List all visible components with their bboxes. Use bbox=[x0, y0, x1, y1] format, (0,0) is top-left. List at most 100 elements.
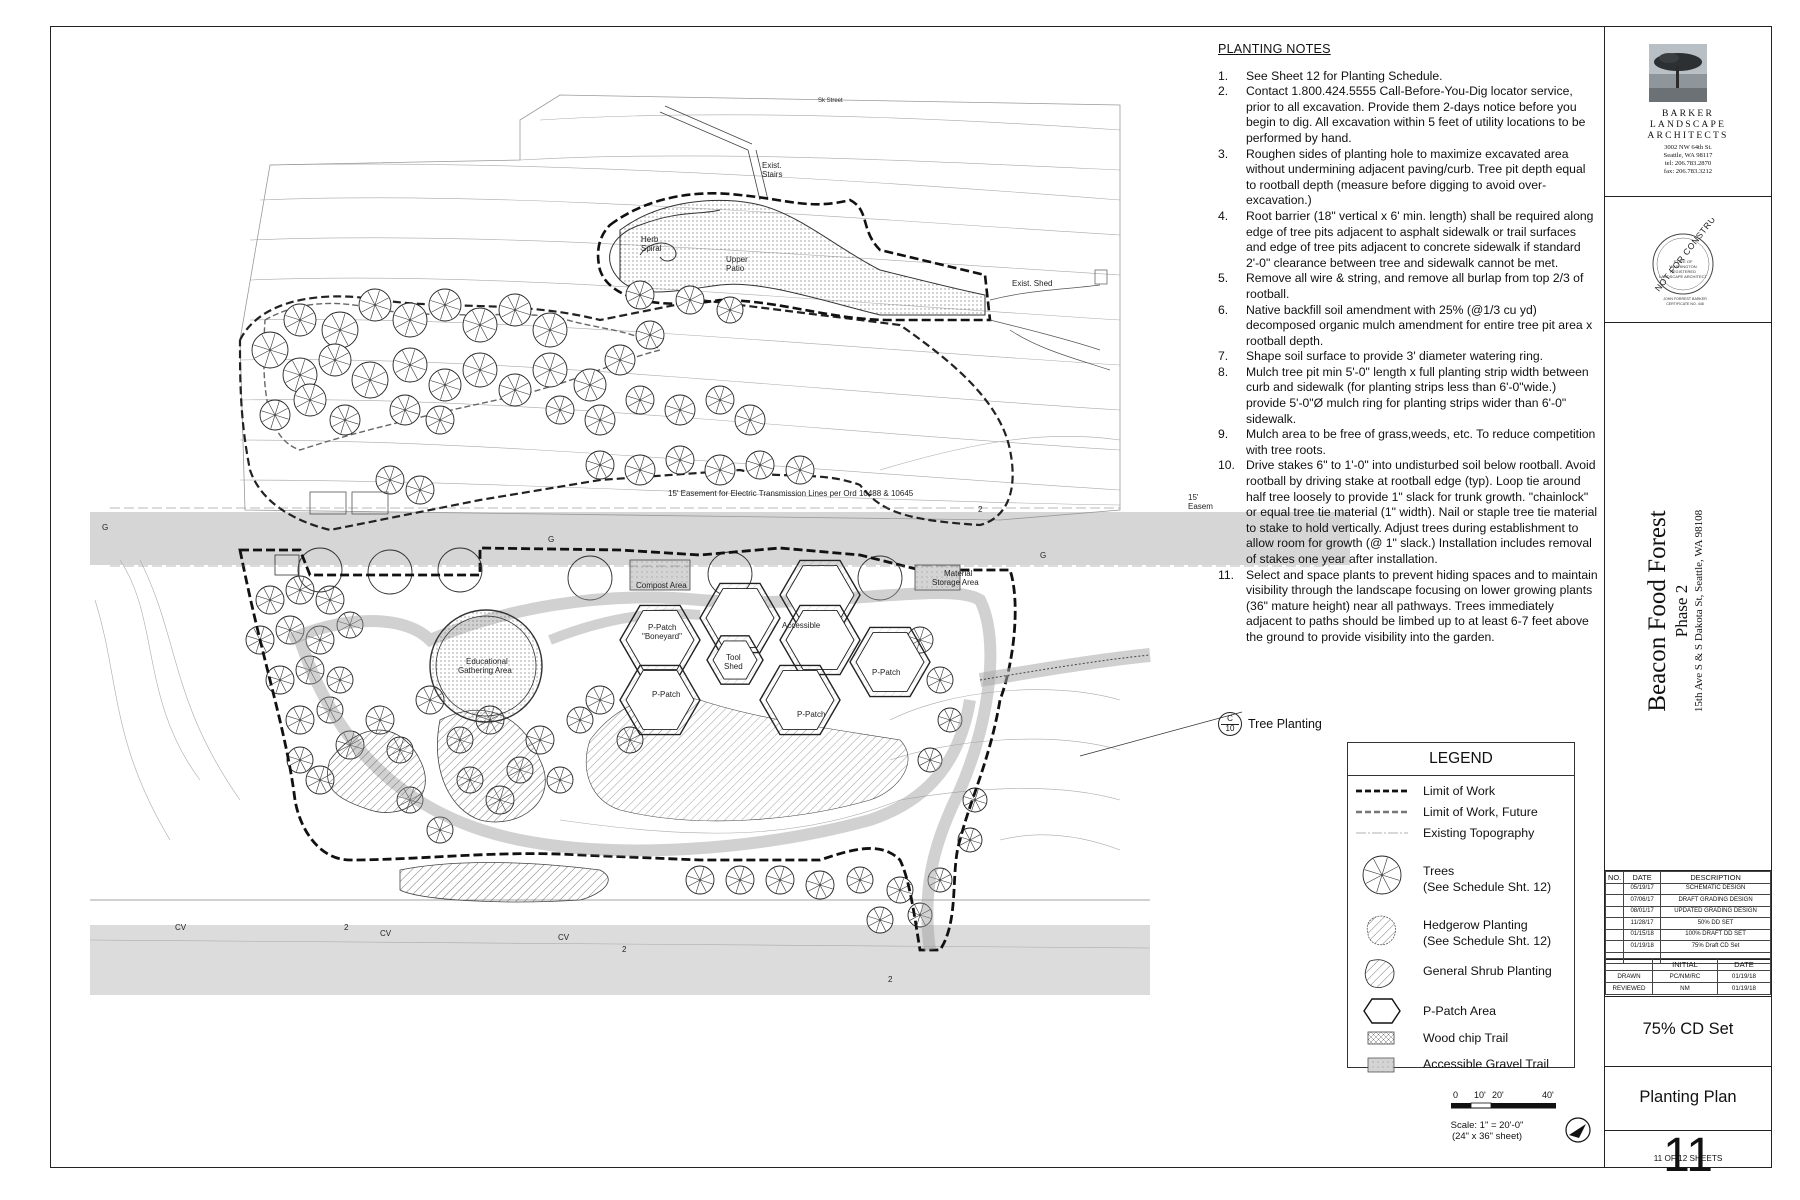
tree-symbol bbox=[532, 352, 568, 388]
label-exist-stairs: Exist.Stairs bbox=[762, 161, 782, 179]
legend-item-existing-topography: Existing Topography bbox=[1348, 825, 1574, 849]
tree-symbol bbox=[957, 827, 983, 853]
tree-symbol bbox=[305, 625, 335, 655]
tree-symbol bbox=[365, 705, 395, 735]
hedgerow-symbol bbox=[1366, 915, 1396, 946]
tree-symbol bbox=[846, 866, 874, 894]
future-tree-circle bbox=[297, 547, 343, 593]
firm-block: BARKER LANDSCAPE ARCHITECTS 3002 NW 64th… bbox=[1605, 26, 1771, 197]
label-cv-3: CV bbox=[558, 933, 570, 942]
tree-symbol bbox=[785, 455, 815, 485]
tree-symbol bbox=[705, 385, 735, 415]
tree-symbol bbox=[286, 746, 314, 774]
tree-symbol bbox=[866, 906, 894, 934]
legend-item-p-patch: P-Patch Area bbox=[1348, 995, 1574, 1027]
tree-symbol bbox=[917, 747, 943, 773]
title-block: BARKER LANDSCAPE ARCHITECTS 3002 NW 64th… bbox=[1604, 26, 1772, 1182]
tree-symbol bbox=[293, 383, 327, 417]
project-title-block: Beacon Food Forest Phase 2 15th Ave S & … bbox=[1605, 322, 1771, 870]
tree-symbol bbox=[635, 320, 665, 350]
stamp-block: NOT FOR CONSTRUCTION STATE OF WASHINGTON… bbox=[1605, 196, 1771, 323]
note-item: 10.Drive stakes 6" to 1'-0" into undistu… bbox=[1218, 458, 1598, 566]
tree-group bbox=[245, 280, 988, 934]
label-g-3: G bbox=[1040, 551, 1046, 560]
tree-symbol bbox=[295, 655, 325, 685]
p-patch-symbol bbox=[1363, 998, 1401, 1024]
firm-logo-image bbox=[1649, 44, 1707, 102]
label-street-top: Sk Street bbox=[818, 98, 843, 104]
tree-symbol bbox=[259, 399, 291, 431]
tree-symbol bbox=[285, 575, 315, 605]
tree-symbol bbox=[624, 454, 656, 486]
legend: LEGEND Limit of Work Limit of Work, Futu… bbox=[1347, 742, 1575, 1073]
tree-symbol bbox=[704, 454, 736, 486]
tree-symbol bbox=[375, 465, 405, 495]
label-g-1: G bbox=[102, 523, 108, 532]
legend-item-general-shrub: General Shrub Planting bbox=[1348, 957, 1574, 991]
label-contour-2b: 2 bbox=[622, 945, 627, 954]
svg-text:LANDSCAPE ARCHITECT: LANDSCAPE ARCHITECT bbox=[1659, 274, 1708, 279]
tree-symbol bbox=[926, 666, 954, 694]
tree-symbol bbox=[265, 665, 295, 695]
p-patch-hexes bbox=[619, 559, 931, 736]
note-item: 8.Mulch tree pit min 5'-0" length x full… bbox=[1218, 364, 1589, 426]
planting-notes-heading: PLANTING NOTES bbox=[1218, 42, 1331, 56]
shrub-symbol bbox=[1364, 959, 1395, 988]
legend-item-gravel-trail: Accessible Gravel Trail bbox=[1348, 1055, 1574, 1079]
tree-symbol bbox=[716, 296, 744, 324]
tree-symbol bbox=[566, 706, 594, 734]
tree-symbol bbox=[498, 293, 532, 327]
tree-symbol bbox=[1362, 855, 1402, 895]
note-item: 7.Shape soil surface to provide 3' diame… bbox=[1218, 349, 1544, 364]
label-ppatch-2: P-Patch bbox=[872, 668, 900, 677]
tree-symbol bbox=[251, 331, 289, 369]
label-contour-2a: 2 bbox=[344, 923, 349, 932]
legend-item-limit-of-work-future: Limit of Work, Future bbox=[1348, 804, 1574, 828]
tree-symbol bbox=[765, 865, 795, 895]
tree-symbol bbox=[321, 311, 359, 349]
planting-notes-list: 1.See Sheet 12 for Planting Schedule. 2.… bbox=[1218, 69, 1598, 646]
professional-seal-icon: NOT FOR CONSTRUCTION STATE OF WASHINGTON… bbox=[1652, 218, 1731, 306]
tree-symbol bbox=[285, 705, 315, 735]
tree-symbol bbox=[389, 394, 421, 426]
note-item: 11.Select and space plants to prevent hi… bbox=[1218, 567, 1598, 644]
label-contour-2c: 2 bbox=[888, 975, 893, 984]
note-item: 6.Native backfill soil amendment with 25… bbox=[1218, 302, 1593, 348]
street-band bbox=[90, 512, 1350, 565]
note-item: 1.See Sheet 12 for Planting Schedule. bbox=[1218, 68, 1443, 83]
detail-callout-label: Tree Planting bbox=[1248, 717, 1322, 731]
street-bottom bbox=[90, 925, 1150, 995]
svg-text:WASHINGTON: WASHINGTON bbox=[1669, 264, 1696, 269]
label-ppatch-1: P-Patch bbox=[652, 690, 680, 699]
limit-of-work-future-upper bbox=[238, 295, 1014, 532]
sheet-title-block: Planting Plan bbox=[1605, 1066, 1771, 1131]
tree-symbol bbox=[685, 865, 715, 895]
limit-of-work-upper bbox=[596, 192, 992, 322]
tree-symbol bbox=[283, 303, 317, 337]
tree-symbol bbox=[725, 865, 755, 895]
project-phase: Phase 2 bbox=[1672, 584, 1691, 638]
legend-item-hedgerow: Hedgerow Planting(See Schedule Sht. 12) bbox=[1348, 911, 1574, 951]
tree-symbol bbox=[805, 870, 835, 900]
label-easement: 15' Easement for Electric Transmission L… bbox=[668, 489, 914, 498]
tree-symbol bbox=[316, 696, 344, 724]
label-cv-1: CV bbox=[175, 923, 187, 932]
tree-symbol bbox=[745, 450, 775, 480]
project-address: 15th Ave S & S Dakota St, Seattle, WA 98… bbox=[1693, 509, 1705, 713]
note-item: 4.Root barrier (18" vertical x 6' min. l… bbox=[1218, 208, 1594, 270]
sheet-number: 11 bbox=[1663, 1129, 1713, 1182]
legend-item-limit-of-work: Limit of Work bbox=[1348, 783, 1574, 807]
wood-chip-symbol bbox=[1367, 1031, 1395, 1045]
legend-item-trees: Trees(See Schedule Sht. 12) bbox=[1348, 853, 1574, 897]
sheet-number-block: 11 bbox=[1605, 1130, 1771, 1182]
tree-symbol bbox=[405, 475, 435, 505]
educational-gathering-area bbox=[429, 609, 543, 723]
